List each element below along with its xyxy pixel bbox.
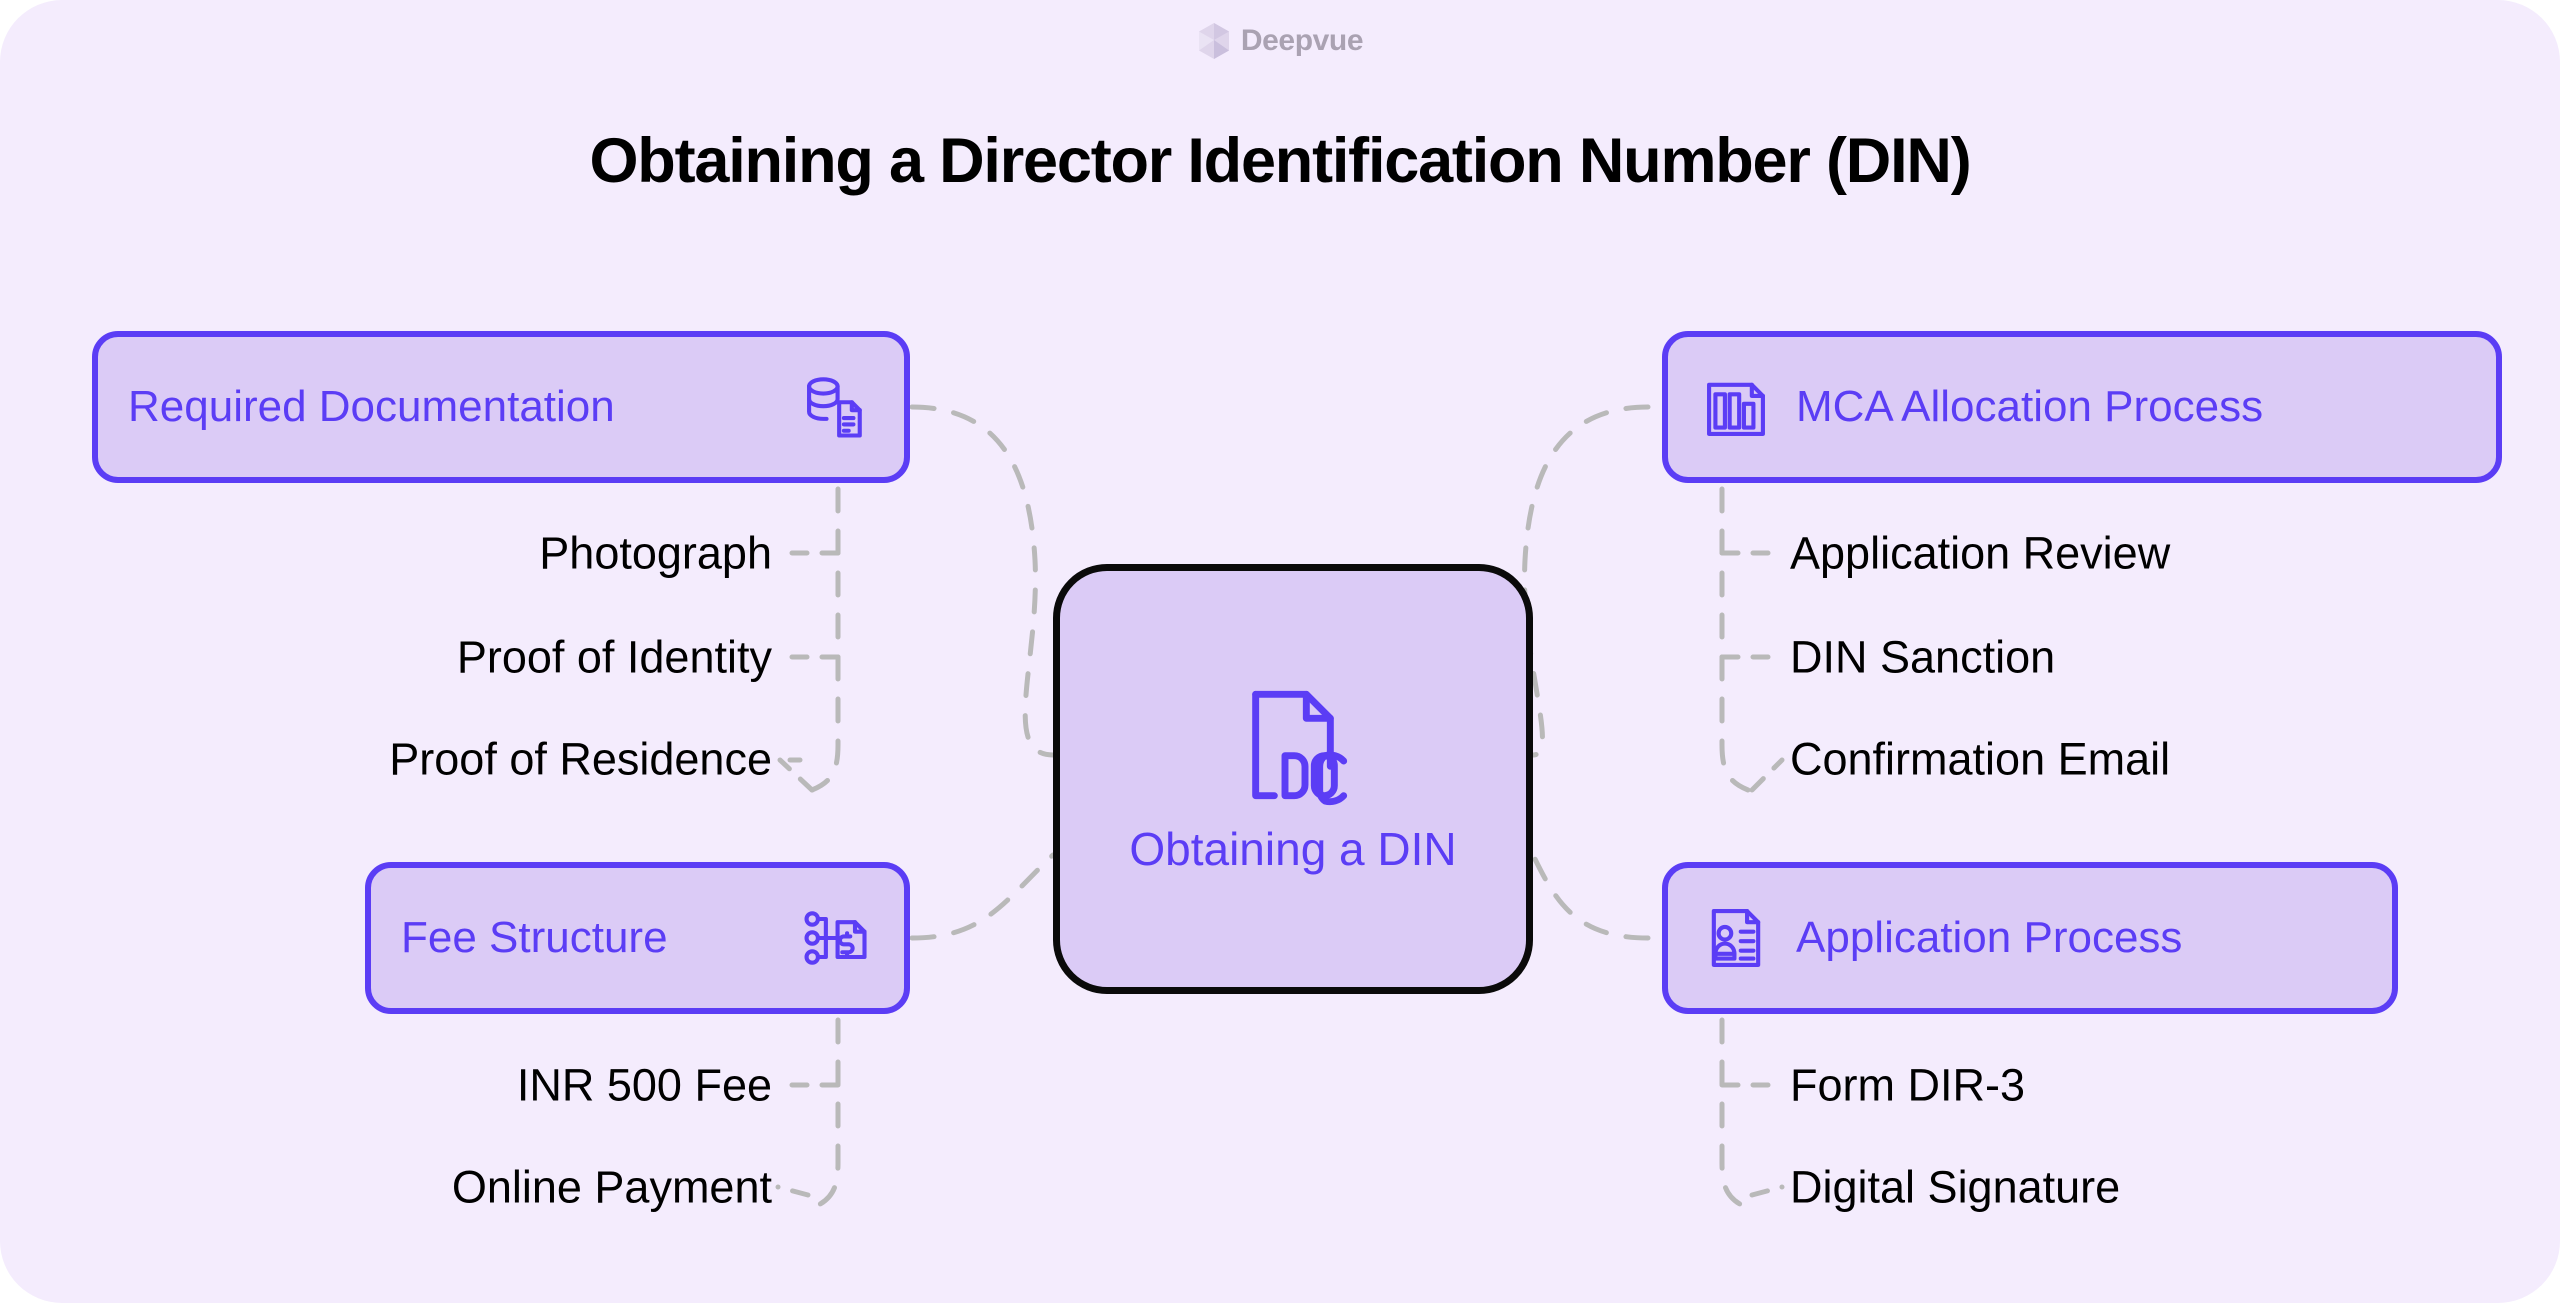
leaf-photograph: Photograph — [539, 527, 772, 579]
leaf-confirmation-email: Confirmation Email — [1790, 733, 2171, 785]
leaf-digital-signature: Digital Signature — [1790, 1161, 2121, 1213]
institution-building-icon — [1707, 382, 1765, 436]
link-required-documentation-to-center — [909, 404, 1056, 758]
spine-application-process — [1719, 1017, 1751, 1211]
leaf-application-review: Application Review — [1790, 527, 2171, 579]
branch-label-mca-allocation-process: MCA Allocation Process — [1796, 382, 2264, 431]
branch-label-fee-structure: Fee Structure — [401, 913, 668, 962]
branch-node-fee-structure[interactable]: Fee Structure — [365, 862, 910, 1014]
link-application-process-to-center — [1530, 852, 1651, 941]
page-title: Obtaining a Director Identification Numb… — [589, 126, 1972, 196]
branch-node-application-process[interactable]: Application Process — [1662, 862, 2398, 1014]
brand-logo: Deepvue — [0, 22, 2560, 60]
center-node-label: Obtaining a DIN — [1129, 823, 1457, 876]
doc-file-icon — [1252, 691, 1348, 806]
stub-proof-of-residence — [777, 757, 815, 793]
leaf-proof-of-residence: Proof of Residence — [389, 733, 772, 785]
branch-label-required-documentation: Required Documentation — [128, 382, 615, 431]
brand-name: Deepvue — [1240, 24, 1364, 57]
leaf-online-payment: Online Payment — [451, 1161, 772, 1213]
leaf-din-sanction: DIN Sanction — [1790, 631, 2056, 683]
branch-node-mca-allocation-process[interactable]: MCA Allocation Process — [1662, 331, 2502, 483]
profile-document-icon — [1711, 909, 1761, 967]
link-fee-structure-to-center — [909, 852, 1056, 941]
spine-mca-allocation — [1719, 486, 1751, 793]
stub-online-payment — [775, 1184, 811, 1198]
branch-label-application-process: Application Process — [1796, 913, 2183, 962]
deepvue-hexagon-logo-icon — [1198, 23, 1229, 59]
spine-fee-structure — [809, 1017, 841, 1211]
link-mca-allocation-to-center — [1522, 404, 1651, 758]
branch-node-required-documentation[interactable]: Required Documentation — [92, 331, 910, 483]
leaf-form-dir-3: Form DIR-3 — [1790, 1059, 2025, 1111]
stub-digital-signature — [1749, 1184, 1785, 1198]
stub-confirmation-email — [1749, 757, 1785, 793]
spine-required-documentation — [809, 486, 841, 793]
leaf-inr-500-fee: INR 500 Fee — [516, 1059, 772, 1111]
center-node[interactable]: Obtaining a DIN — [1053, 564, 1533, 994]
fee-hierarchy-money-icon — [804, 911, 867, 965]
database-document-icon — [807, 377, 862, 438]
leaf-proof-of-identity: Proof of Identity — [456, 631, 772, 683]
